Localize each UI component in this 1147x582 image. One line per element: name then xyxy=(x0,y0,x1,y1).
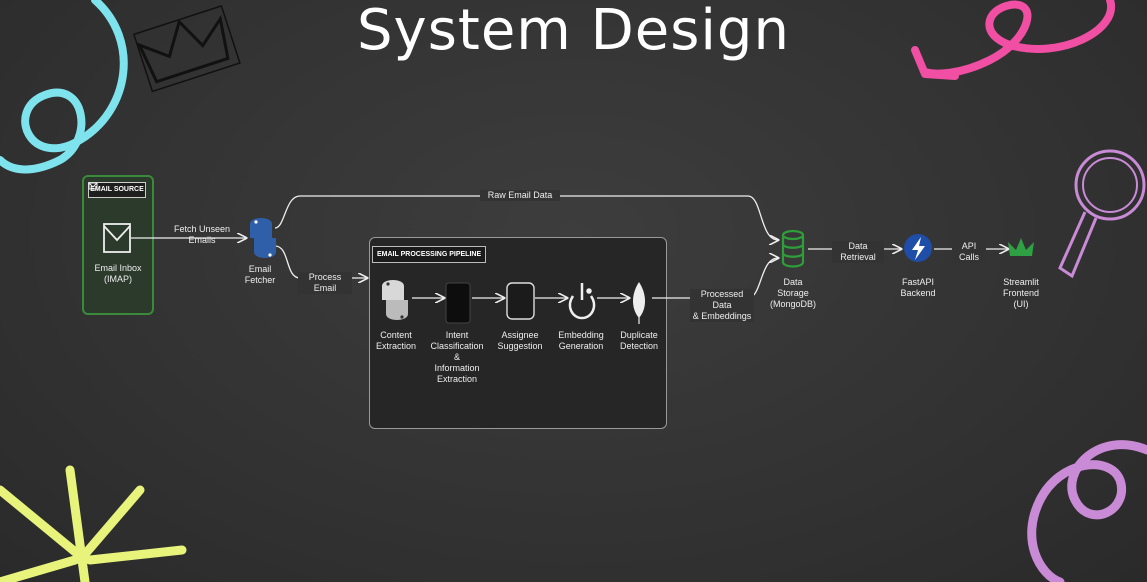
header-envelope-icon xyxy=(88,182,98,190)
intent-model-icon xyxy=(445,282,471,324)
yellow-star-doodle xyxy=(0,465,187,582)
crown-doodle xyxy=(132,4,241,93)
page-title: System Design xyxy=(357,0,790,63)
processed-data-label: Processed Data& Embeddings xyxy=(690,289,754,322)
edge-raw-email-data xyxy=(274,195,778,240)
cyan-scribble xyxy=(0,0,128,174)
lilac-swirl xyxy=(1027,440,1147,582)
embedding-flame-icon xyxy=(568,283,596,320)
email-source-header: EMAIL SOURCE xyxy=(88,182,146,198)
pipeline-header: EMAIL PROCESSING PIPELINE xyxy=(372,246,487,263)
data-retrieval-label: Data Retrieval xyxy=(832,241,884,263)
email-source-group: EMAIL SOURCE xyxy=(82,175,154,315)
python-fetcher-icon xyxy=(250,218,276,258)
assignee-icon xyxy=(506,282,535,320)
streamlit-icon xyxy=(1008,238,1034,256)
pink-arrow xyxy=(921,0,1116,78)
python-content-icon xyxy=(382,280,408,320)
magnifier-doodle xyxy=(1058,149,1146,279)
process-email-label: Process Email xyxy=(298,272,352,294)
email-processing-pipeline-group: EMAIL PROCESSING PIPELINE xyxy=(369,237,667,429)
api-calls-label: API Calls xyxy=(952,241,986,263)
email-inbox-label: Email Inbox(IMAP) xyxy=(94,263,142,284)
envelope-icon xyxy=(103,223,131,253)
raw-email-data-label: Raw Email Data xyxy=(480,190,560,201)
fastapi-icon xyxy=(904,234,932,262)
database-icon xyxy=(781,229,805,268)
